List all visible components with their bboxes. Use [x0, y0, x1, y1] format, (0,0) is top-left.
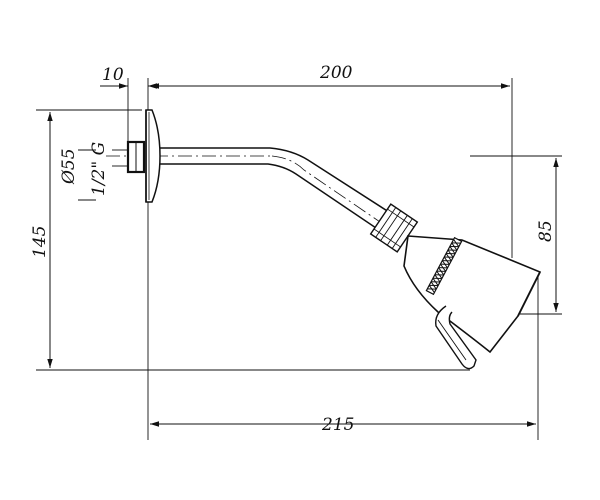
- dimension-lines: [47, 83, 559, 427]
- connection-nut: [112, 140, 146, 174]
- dim-215-label: 215: [321, 415, 354, 435]
- dim-200-label: 200: [319, 63, 353, 83]
- thread-label: 1/2" G: [89, 142, 109, 196]
- knurled-ring: [425, 236, 463, 296]
- diameter-label: Ø55: [59, 148, 79, 185]
- dim-85-label: 85: [536, 220, 556, 242]
- dimension-labels: 10 200 215 145 85 Ø55 1/2" G: [30, 63, 556, 435]
- shower-arm: [160, 147, 393, 233]
- dim-145-label: 145: [30, 226, 50, 258]
- dim-10-label: 10: [102, 65, 124, 85]
- wall-flange: [145, 109, 161, 203]
- shower-head: [403, 235, 542, 354]
- adjustment-lever: [435, 305, 477, 370]
